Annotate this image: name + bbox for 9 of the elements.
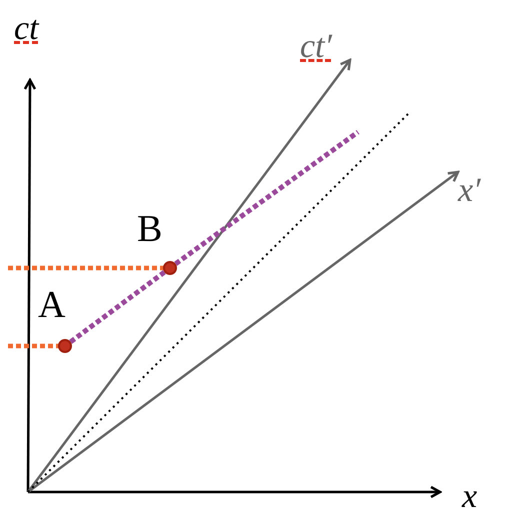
worldline [69,270,166,344]
axis-label: x′ [458,174,481,208]
event-point [58,339,72,353]
event-label: A [38,286,66,324]
axis-label: x [462,480,478,514]
event-point [163,261,177,275]
event-label: B [137,210,162,248]
axis-label: ct′ [300,30,332,64]
axis-label: ct [14,12,39,46]
